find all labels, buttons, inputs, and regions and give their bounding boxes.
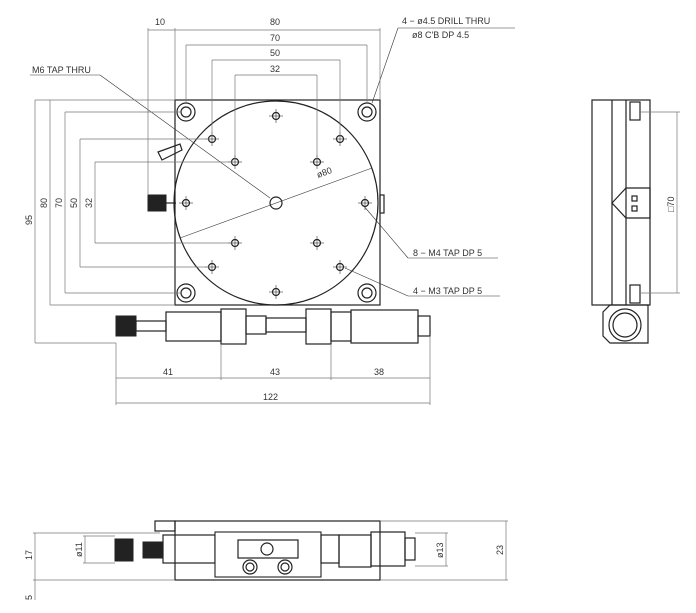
dim-32-left: 32 bbox=[84, 198, 94, 208]
dim-50: 50 bbox=[270, 48, 280, 58]
dim-80-left: 80 bbox=[39, 198, 49, 208]
front-view: 17 5 ø11 ø13 23 bbox=[24, 520, 508, 600]
dim-43: 43 bbox=[270, 367, 280, 377]
side-view: □70 bbox=[591, 99, 680, 344]
dim-38: 38 bbox=[374, 367, 384, 377]
bottom-dimensions: 41 43 38 122 bbox=[115, 336, 431, 405]
m6-note: M6 TAP THRU bbox=[32, 65, 91, 75]
drill-note: 4 − ø4.5 DRILL THRU bbox=[402, 16, 490, 26]
tap-holes bbox=[179, 109, 372, 299]
dim-32: 32 bbox=[270, 64, 280, 74]
center-hole bbox=[269, 196, 283, 210]
m4-note: 8 − M4 TAP DP 5 bbox=[413, 248, 482, 258]
top-view: M6 TAP THRU ø80 4 − ø4.5 DRILL THRU ø8 C… bbox=[24, 16, 515, 405]
dim-80: 80 bbox=[270, 17, 280, 27]
dim-square-70: □70 bbox=[666, 197, 676, 212]
m6-leader bbox=[99, 74, 271, 199]
left-dimensions: 95 80 70 50 32 bbox=[24, 99, 233, 344]
lock-lever[interactable] bbox=[157, 143, 183, 161]
top-dimensions: 10 80 70 50 32 bbox=[147, 17, 381, 195]
dim-dia-13: ø13 bbox=[435, 542, 445, 558]
micrometer[interactable] bbox=[115, 308, 431, 345]
dim-70-left: 70 bbox=[54, 198, 64, 208]
dim-17: 17 bbox=[24, 550, 34, 560]
dim-122: 122 bbox=[263, 392, 278, 402]
m3-note: 4 − M3 TAP DP 5 bbox=[413, 286, 482, 296]
lock-knob[interactable] bbox=[147, 194, 167, 212]
counterbore-note: ø8 C'B DP 4.5 bbox=[412, 30, 469, 40]
dim-95: 95 bbox=[24, 215, 34, 225]
dim-10: 10 bbox=[155, 17, 165, 27]
dim-23: 23 bbox=[495, 545, 505, 555]
circle-diameter: ø80 bbox=[315, 165, 333, 180]
dim-70: 70 bbox=[270, 33, 280, 43]
dim-41: 41 bbox=[163, 367, 173, 377]
dim-dia-11: ø11 bbox=[74, 542, 84, 557]
dim-5: 5 bbox=[24, 595, 34, 600]
dim-50-left: 50 bbox=[69, 198, 79, 208]
